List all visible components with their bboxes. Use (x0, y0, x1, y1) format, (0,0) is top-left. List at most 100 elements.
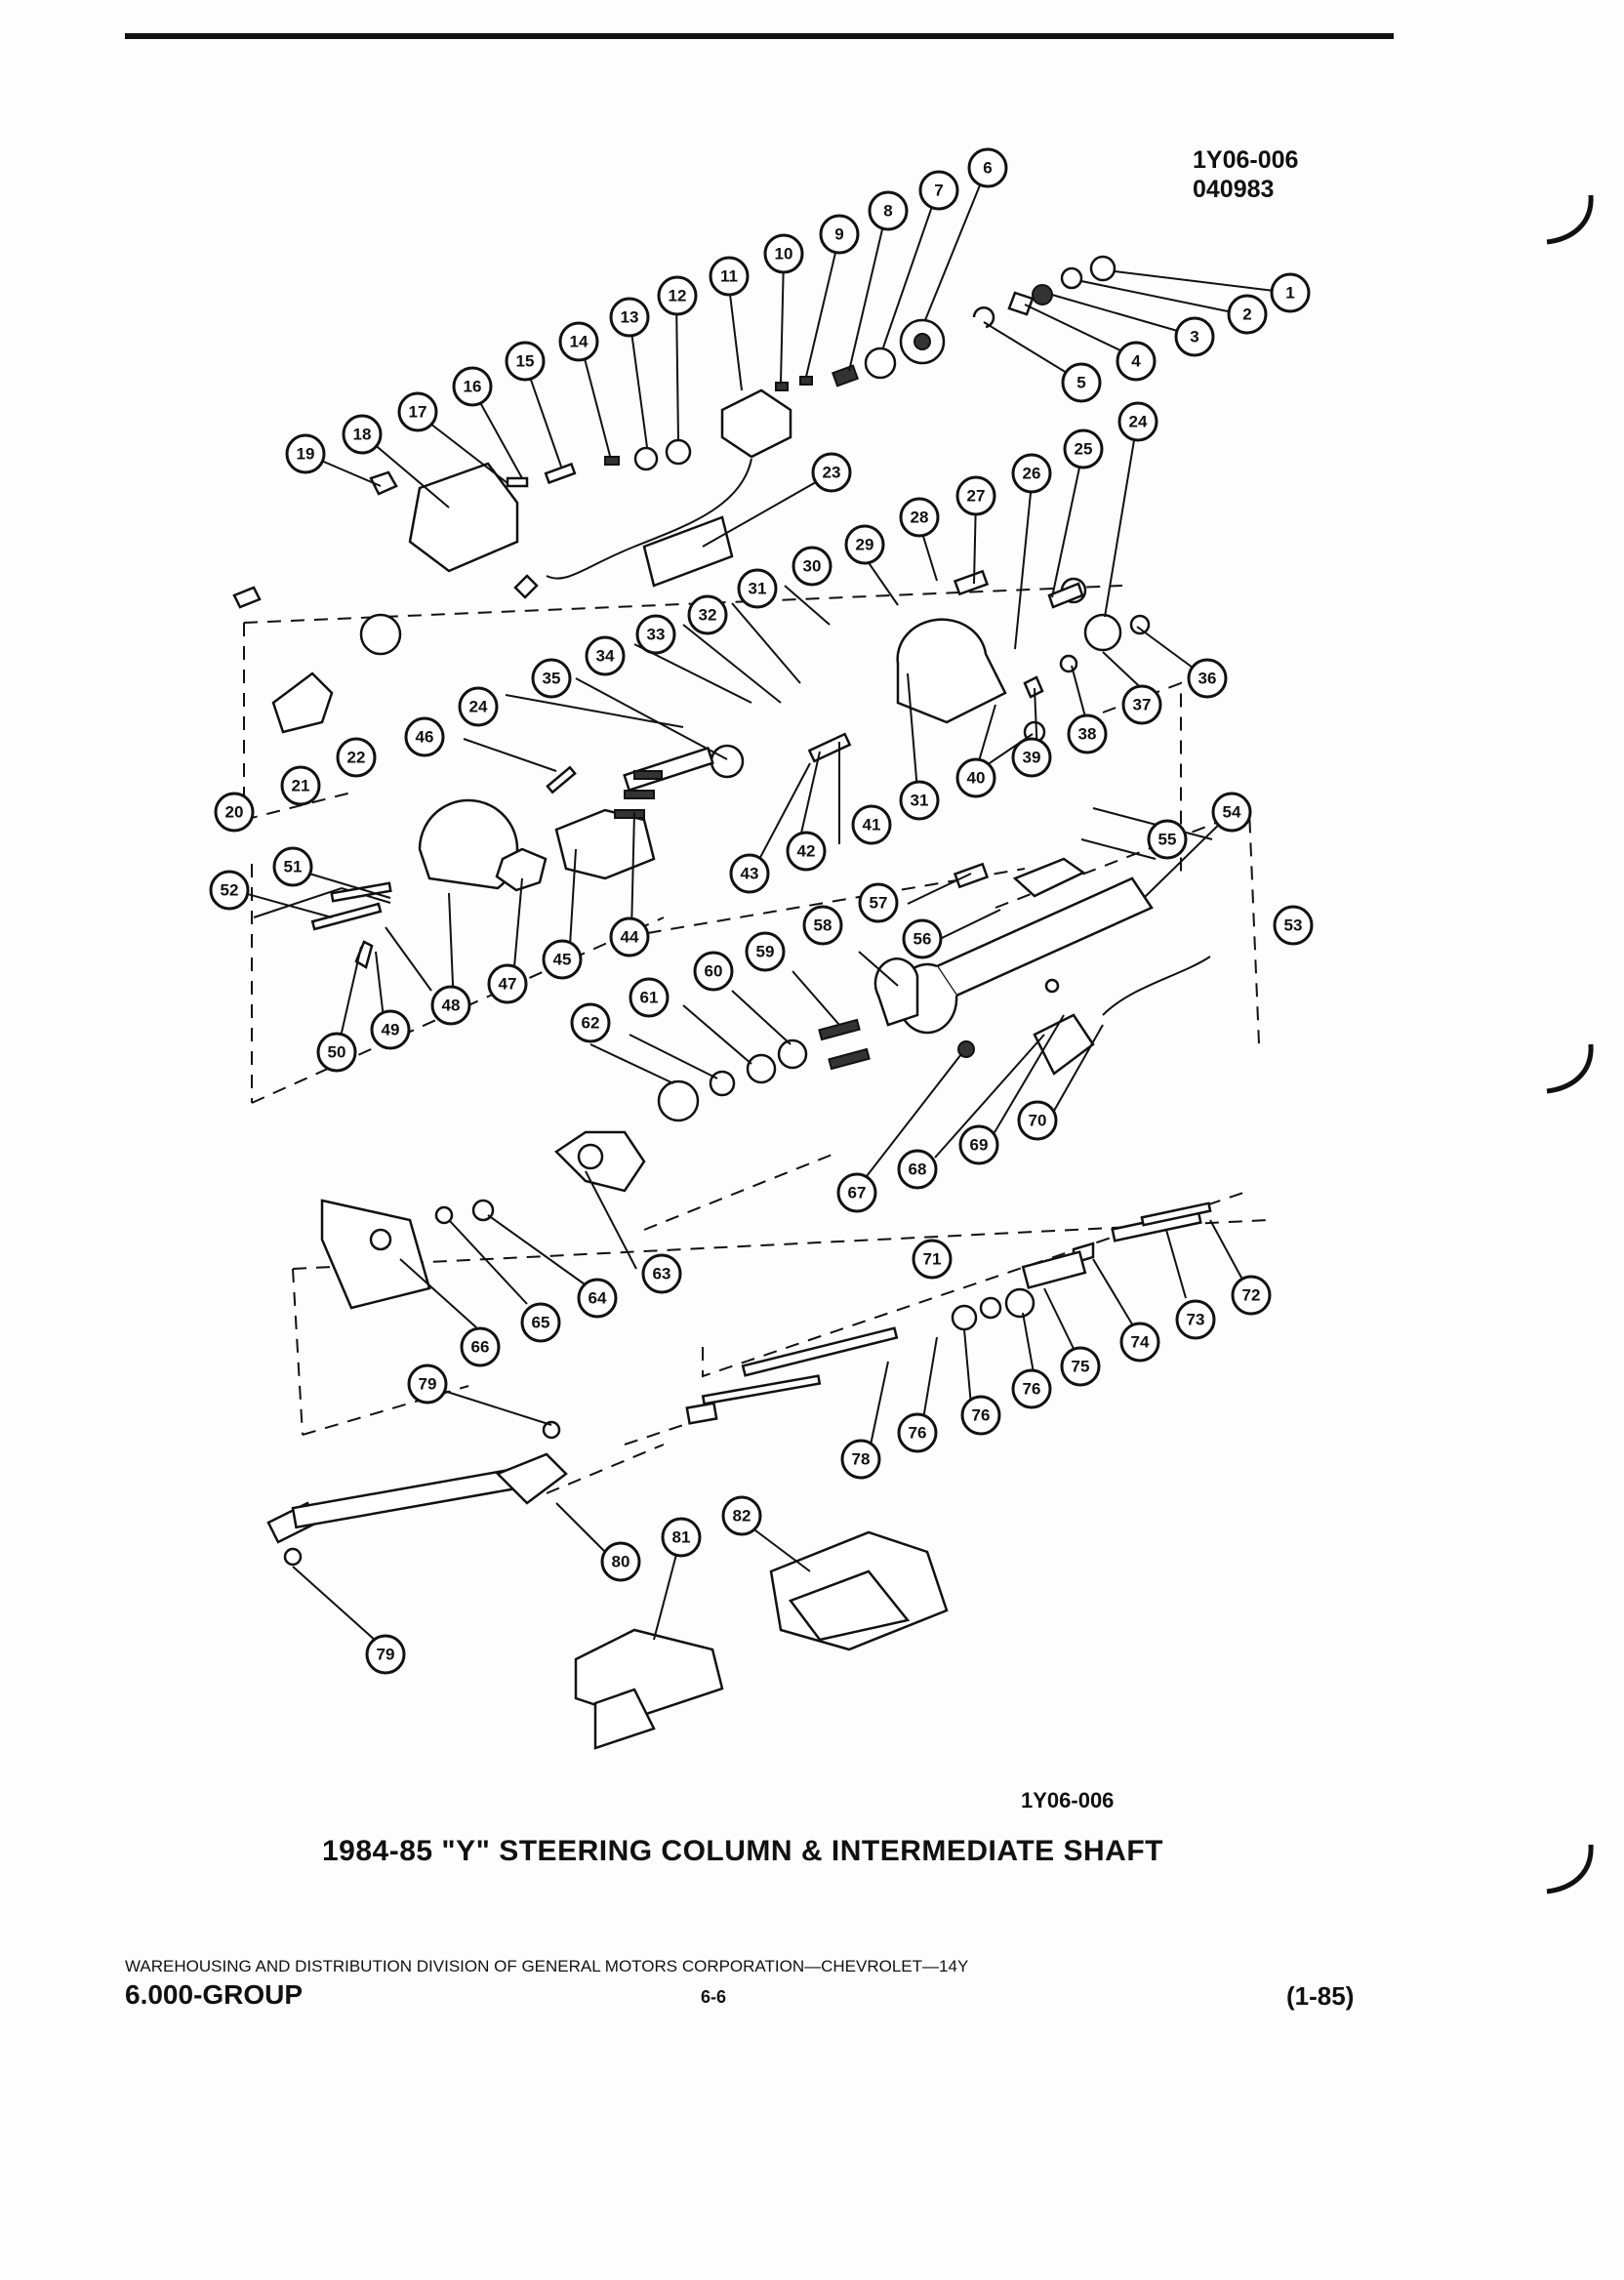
svg-text:75: 75 (1072, 1358, 1090, 1376)
part-shapes (232, 255, 1212, 1750)
callout-31-top: 31 (737, 568, 778, 609)
callout-57: 57 (858, 882, 899, 923)
svg-text:24: 24 (1129, 413, 1148, 431)
callout-29: 29 (844, 524, 885, 565)
callout-14: 14 (558, 321, 599, 362)
svg-text:64: 64 (589, 1289, 607, 1308)
svg-text:39: 39 (1023, 749, 1041, 767)
svg-text:57: 57 (870, 894, 888, 913)
reference-code: 1Y06-006 (1193, 146, 1299, 174)
callout-11: 11 (709, 256, 750, 297)
callout-55: 55 (1147, 819, 1188, 860)
svg-text:58: 58 (814, 916, 832, 935)
callout-44: 44 (609, 916, 650, 957)
callout-38: 38 (1067, 713, 1108, 754)
callout-1: 1 (1270, 272, 1311, 313)
svg-text:16: 16 (464, 378, 482, 396)
callout-69: 69 (958, 1124, 999, 1165)
svg-text:19: 19 (297, 445, 315, 464)
callout-39: 39 (1011, 737, 1052, 778)
callout-64: 64 (577, 1278, 618, 1319)
svg-text:73: 73 (1187, 1311, 1205, 1329)
svg-text:11: 11 (720, 267, 738, 286)
svg-text:38: 38 (1078, 725, 1097, 744)
svg-text:13: 13 (621, 308, 639, 327)
callout-50: 50 (316, 1032, 357, 1073)
callout-68: 68 (897, 1149, 938, 1190)
callout-36: 36 (1187, 658, 1228, 699)
callout-79-top: 79 (407, 1364, 448, 1405)
svg-text:4: 4 (1131, 352, 1141, 371)
callout-35: 35 (531, 658, 572, 699)
callout-56: 56 (902, 918, 943, 959)
svg-text:61: 61 (640, 989, 659, 1007)
svg-text:71: 71 (923, 1250, 942, 1269)
callout-49: 49 (370, 1009, 411, 1050)
callout-76-c: 76 (960, 1395, 1001, 1436)
callout-48: 48 (430, 985, 471, 1026)
svg-text:30: 30 (803, 557, 822, 576)
svg-text:6: 6 (983, 159, 992, 178)
callout-58: 58 (802, 905, 843, 946)
callouts: 1 2 3 4 5 6 7 8 9 10 11 12 13 14 15 16 1… (209, 147, 1314, 1675)
diagram-code: 1Y06-006 (1021, 1788, 1115, 1812)
svg-text:10: 10 (775, 245, 793, 264)
svg-text:79: 79 (377, 1646, 395, 1664)
callout-7: 7 (918, 170, 959, 211)
leader-lines (243, 170, 1291, 1650)
callout-79-bottom: 79 (365, 1634, 406, 1675)
svg-text:59: 59 (756, 943, 775, 961)
svg-text:32: 32 (699, 606, 717, 625)
callout-4: 4 (1116, 341, 1157, 382)
svg-text:42: 42 (797, 842, 816, 861)
callout-12: 12 (657, 275, 698, 316)
callout-17: 17 (397, 391, 438, 432)
svg-text:29: 29 (856, 536, 874, 554)
callout-42: 42 (786, 831, 827, 872)
svg-text:5: 5 (1076, 374, 1085, 392)
callout-63: 63 (641, 1253, 682, 1294)
svg-text:66: 66 (471, 1338, 490, 1357)
callout-26: 26 (1011, 453, 1052, 494)
svg-text:80: 80 (612, 1553, 630, 1571)
svg-text:20: 20 (225, 803, 244, 822)
svg-text:48: 48 (442, 997, 461, 1015)
svg-text:43: 43 (741, 865, 759, 883)
callout-47: 47 (487, 963, 528, 1004)
svg-text:70: 70 (1029, 1112, 1047, 1130)
callout-66: 66 (460, 1326, 501, 1367)
callout-46: 46 (404, 716, 445, 757)
svg-text:24: 24 (469, 698, 488, 716)
callout-54: 54 (1211, 792, 1252, 833)
callout-20: 20 (214, 792, 255, 833)
svg-text:62: 62 (582, 1014, 600, 1033)
svg-text:60: 60 (705, 962, 723, 981)
svg-text:72: 72 (1242, 1286, 1261, 1305)
binding-mark (1546, 1844, 1594, 1894)
binding-mark (1546, 1043, 1594, 1094)
svg-text:55: 55 (1158, 831, 1177, 849)
svg-text:45: 45 (553, 951, 572, 969)
svg-text:2: 2 (1242, 305, 1251, 324)
svg-text:52: 52 (221, 881, 239, 900)
callout-53: 53 (1273, 905, 1314, 946)
svg-text:35: 35 (543, 670, 561, 688)
svg-text:8: 8 (883, 202, 892, 221)
callout-52: 52 (209, 870, 250, 911)
callout-65: 65 (520, 1302, 561, 1343)
binding-mark (1546, 194, 1594, 245)
callout-6: 6 (967, 147, 1008, 188)
svg-text:63: 63 (653, 1265, 671, 1283)
svg-text:47: 47 (499, 975, 517, 994)
callout-32: 32 (687, 594, 728, 635)
callout-25: 25 (1063, 428, 1104, 469)
callout-73: 73 (1175, 1299, 1216, 1340)
svg-text:56: 56 (914, 930, 932, 949)
svg-text:23: 23 (823, 464, 841, 482)
svg-text:74: 74 (1131, 1333, 1150, 1352)
callout-16: 16 (452, 366, 493, 407)
callout-30: 30 (792, 546, 832, 587)
footer-publisher-line: WAREHOUSING AND DISTRIBUTION DIVISION OF… (125, 1957, 969, 1975)
callout-37: 37 (1121, 684, 1162, 725)
